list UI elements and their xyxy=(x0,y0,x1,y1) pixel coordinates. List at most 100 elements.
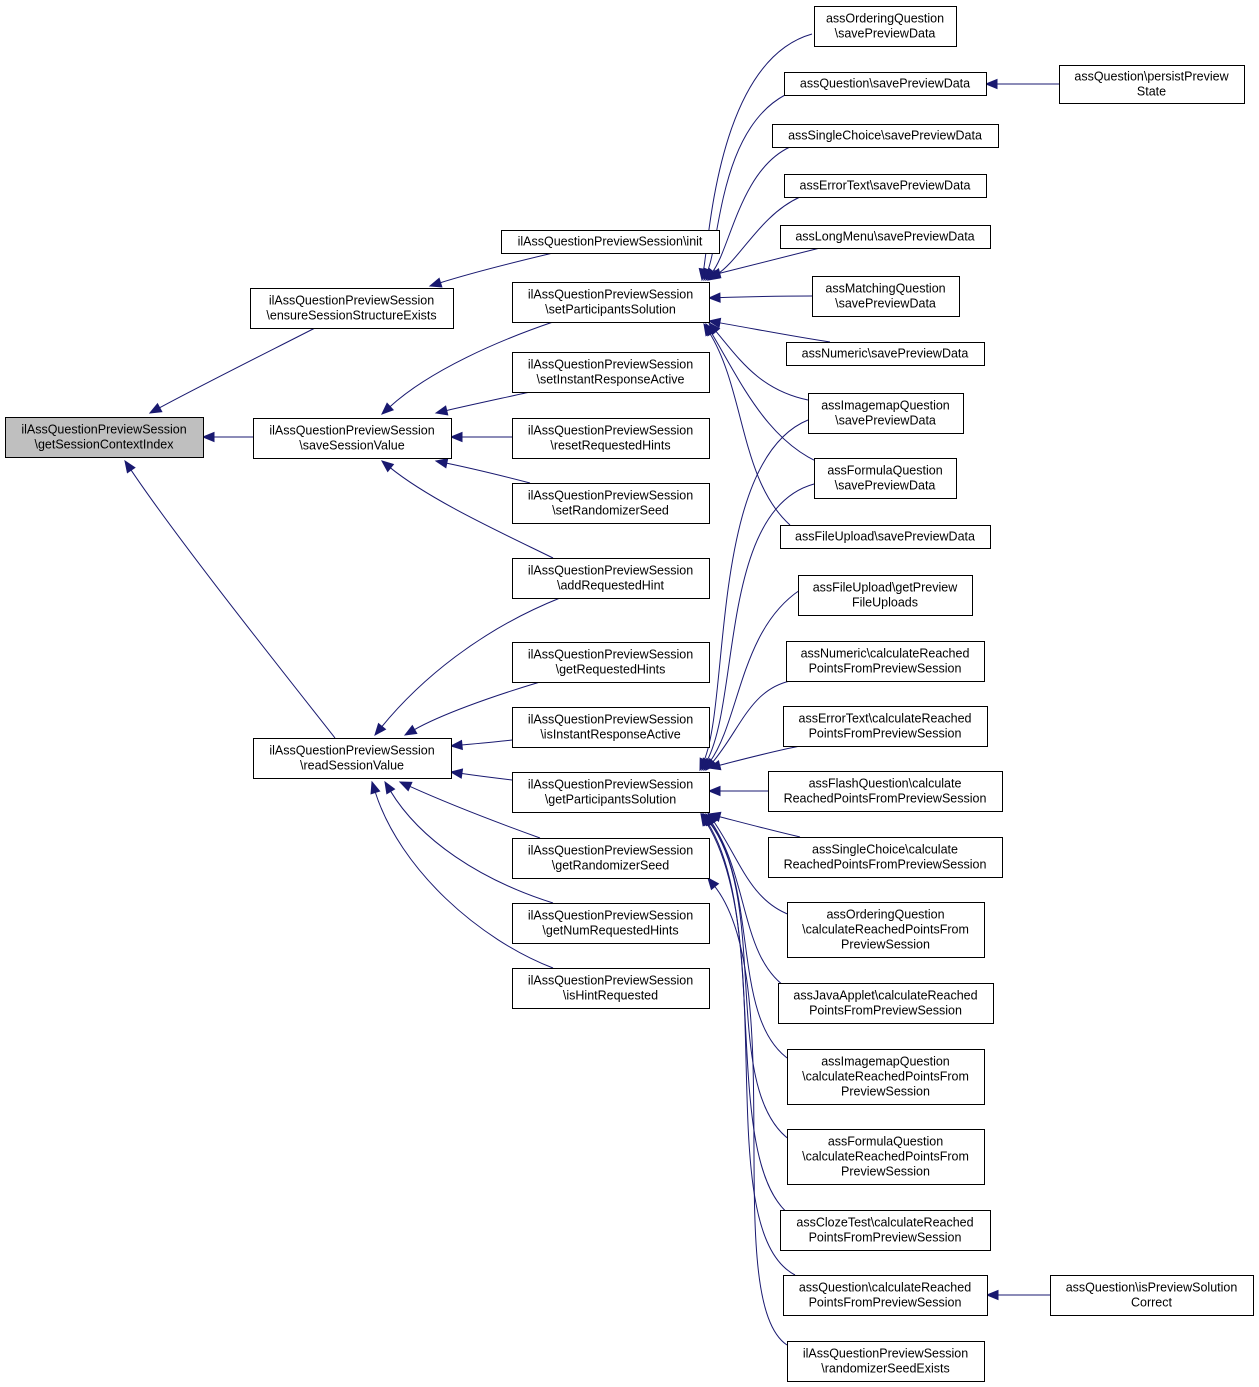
node-label-line: assNumeric\savePreviewData xyxy=(802,347,969,361)
node-getNRH[interactable]: ilAssQuestionPreviewSession\getNumReques… xyxy=(512,903,710,944)
node-box xyxy=(253,418,452,459)
node-imgSPD[interactable]: assImagemapQuestion\savePreviewData xyxy=(808,393,964,434)
node-label-line: ilAssQuestionPreviewSession xyxy=(528,909,693,923)
edge-setRS-to-saveSV xyxy=(445,462,531,484)
edge-init-to-ensure xyxy=(439,252,554,284)
arrowhead-qIPSC-to-qCRP xyxy=(985,1289,999,1301)
node-label-line: \resetRequestedHints xyxy=(550,439,670,453)
node-getRS[interactable]: ilAssQuestionPreviewSession\getRandomize… xyxy=(512,838,710,879)
arrowhead-lmSPD-to-setPS xyxy=(707,268,722,279)
edge-rse-to-getRS xyxy=(713,885,788,1346)
node-matSPD[interactable]: assMatchingQuestion\savePreviewData xyxy=(812,276,960,317)
node-label-line: assQuestion\persistPreview xyxy=(1074,70,1229,84)
node-label-line: assSingleChoice\calculate xyxy=(812,843,958,857)
node-forSPD[interactable]: assFormulaQuestion\savePreviewData xyxy=(814,458,957,499)
node-label-line: \savePreviewData xyxy=(835,297,936,311)
node-label-line: ilAssQuestionPreviewSession xyxy=(528,424,693,438)
node-qSPD[interactable]: assQuestion\savePreviewData xyxy=(784,72,987,96)
node-label-line: ilAssQuestionPreviewSession xyxy=(528,358,693,372)
node-box xyxy=(512,838,710,879)
edge-scSPD-to-setPS xyxy=(711,146,791,273)
arrowhead-numSPD-to-setPS xyxy=(707,317,722,329)
node-label-line: PreviewSession xyxy=(841,938,930,952)
node-jaCRP[interactable]: assJavaApplet\calculateReachedPointsFrom… xyxy=(778,983,994,1024)
node-init[interactable]: ilAssQuestionPreviewSession\init xyxy=(501,230,720,254)
node-readSV[interactable]: ilAssQuestionPreviewSession\readSessionV… xyxy=(253,738,452,779)
node-getPS[interactable]: ilAssQuestionPreviewSession\getParticipa… xyxy=(512,772,710,813)
edge-getNRH-to-readSV xyxy=(389,790,554,904)
edge-etSPD-to-setPS xyxy=(716,196,801,276)
node-fuSPD[interactable]: assFileUpload\savePreviewData xyxy=(780,525,991,549)
node-box xyxy=(798,575,973,616)
node-scSPD[interactable]: assSingleChoice\savePreviewData xyxy=(772,124,999,148)
node-numSPD[interactable]: assNumeric\savePreviewData xyxy=(786,342,985,366)
node-rse[interactable]: ilAssQuestionPreviewSession\randomizerSe… xyxy=(787,1341,985,1382)
node-label-line: \getSessionContextIndex xyxy=(35,438,175,452)
node-root[interactable]: ilAssQuestionPreviewSession\getSessionCo… xyxy=(5,417,204,458)
edge-setPS-to-saveSV xyxy=(389,321,554,408)
arrowhead-addRH-to-readSV xyxy=(374,722,387,737)
node-box xyxy=(512,642,710,683)
node-imgCRP[interactable]: assImagemapQuestion\calculateReachedPoin… xyxy=(787,1049,985,1105)
node-ordCRP[interactable]: assOrderingQuestion\calculateReachedPoin… xyxy=(787,902,985,958)
node-label-line: assFlashQuestion\calculate xyxy=(809,777,962,791)
node-box xyxy=(784,72,987,96)
node-label-line: \readSessionValue xyxy=(300,759,404,773)
edge-fuGPF-to-getPS xyxy=(709,589,801,763)
arrowhead-rse-to-getRS xyxy=(707,876,720,891)
node-label-line: \setRandomizerSeed xyxy=(552,504,669,518)
node-label-line: assNumeric\calculateReached xyxy=(801,647,970,661)
node-saveSV[interactable]: ilAssQuestionPreviewSession\saveSessionV… xyxy=(253,418,452,459)
node-label-line: assOrderingQuestion xyxy=(826,908,944,922)
node-numCRP[interactable]: assNumeric\calculateReachedPointsFromPre… xyxy=(786,641,985,682)
node-label-line: \getNumRequestedHints xyxy=(542,924,678,938)
edge-getPS-to-readSV xyxy=(460,772,513,781)
node-etSPD[interactable]: assErrorText\savePreviewData xyxy=(784,174,987,198)
edge-forSPD-to-getPS xyxy=(706,483,815,762)
node-isIRA[interactable]: ilAssQuestionPreviewSession\isInstantRes… xyxy=(512,707,710,748)
edge-numSPD-to-setPS xyxy=(718,322,831,343)
node-box xyxy=(812,276,960,317)
node-clCRP[interactable]: assClozeTest\calculateReachedPointsFromP… xyxy=(780,1210,991,1251)
node-label-line: \calculateReachedPointsFrom xyxy=(802,923,969,937)
node-isHR[interactable]: ilAssQuestionPreviewSession\isHintReques… xyxy=(512,968,710,1009)
node-label-line: ilAssQuestionPreviewSession xyxy=(269,424,434,438)
node-forCRP[interactable]: assFormulaQuestion\calculateReachedPoint… xyxy=(787,1129,985,1185)
edge-setIRA-to-saveSV xyxy=(445,391,531,412)
node-label-line: assClozeTest\calculateReached xyxy=(796,1216,973,1230)
node-scCRP[interactable]: assSingleChoice\calculateReachedPointsFr… xyxy=(768,837,1003,878)
node-label-line: ilAssQuestionPreviewSession\init xyxy=(518,235,703,249)
node-label-line: assOrderingQuestion xyxy=(826,12,944,26)
node-box xyxy=(787,1049,985,1105)
edge-matSPD-to-setPS xyxy=(718,295,813,299)
arrowhead-isHR-to-readSV xyxy=(370,780,381,795)
node-setPS[interactable]: ilAssQuestionPreviewSession\setParticipa… xyxy=(512,282,710,323)
node-resetRH[interactable]: ilAssQuestionPreviewSession\resetRequest… xyxy=(512,418,710,459)
node-setIRA[interactable]: ilAssQuestionPreviewSession\setInstantRe… xyxy=(512,352,710,393)
node-ensure[interactable]: ilAssQuestionPreviewSession\ensureSessio… xyxy=(250,288,454,329)
node-box xyxy=(783,706,988,747)
node-label-line: assFormulaQuestion xyxy=(827,464,942,478)
node-ordSPD[interactable]: assOrderingQuestion\savePreviewData xyxy=(814,6,957,47)
node-flCRP[interactable]: assFlashQuestion\calculateReachedPointsF… xyxy=(768,771,1003,812)
node-box xyxy=(787,902,985,958)
node-box xyxy=(253,738,452,779)
node-qCRP[interactable]: assQuestion\calculateReachedPointsFromPr… xyxy=(783,1275,988,1316)
arrowhead-qPPS-to-qSPD xyxy=(984,78,998,90)
node-label-line: \isInstantResponseActive xyxy=(540,728,680,742)
node-box xyxy=(768,771,1003,812)
arrowhead-readSV-to-root xyxy=(124,459,136,474)
node-etCRP[interactable]: assErrorText\calculateReachedPointsFromP… xyxy=(783,706,988,747)
node-getRH[interactable]: ilAssQuestionPreviewSession\getRequested… xyxy=(512,642,710,683)
node-label-line: \savePreviewData xyxy=(835,479,936,493)
node-lmSPD[interactable]: assLongMenu\savePreviewData xyxy=(780,225,991,249)
node-box xyxy=(780,1210,991,1251)
node-addRH[interactable]: ilAssQuestionPreviewSession\addRequested… xyxy=(512,558,710,599)
node-label-line: PointsFromPreviewSession xyxy=(809,1296,962,1310)
node-label-line: assQuestion\savePreviewData xyxy=(800,77,970,91)
node-setRS[interactable]: ilAssQuestionPreviewSession\setRandomize… xyxy=(512,483,710,524)
